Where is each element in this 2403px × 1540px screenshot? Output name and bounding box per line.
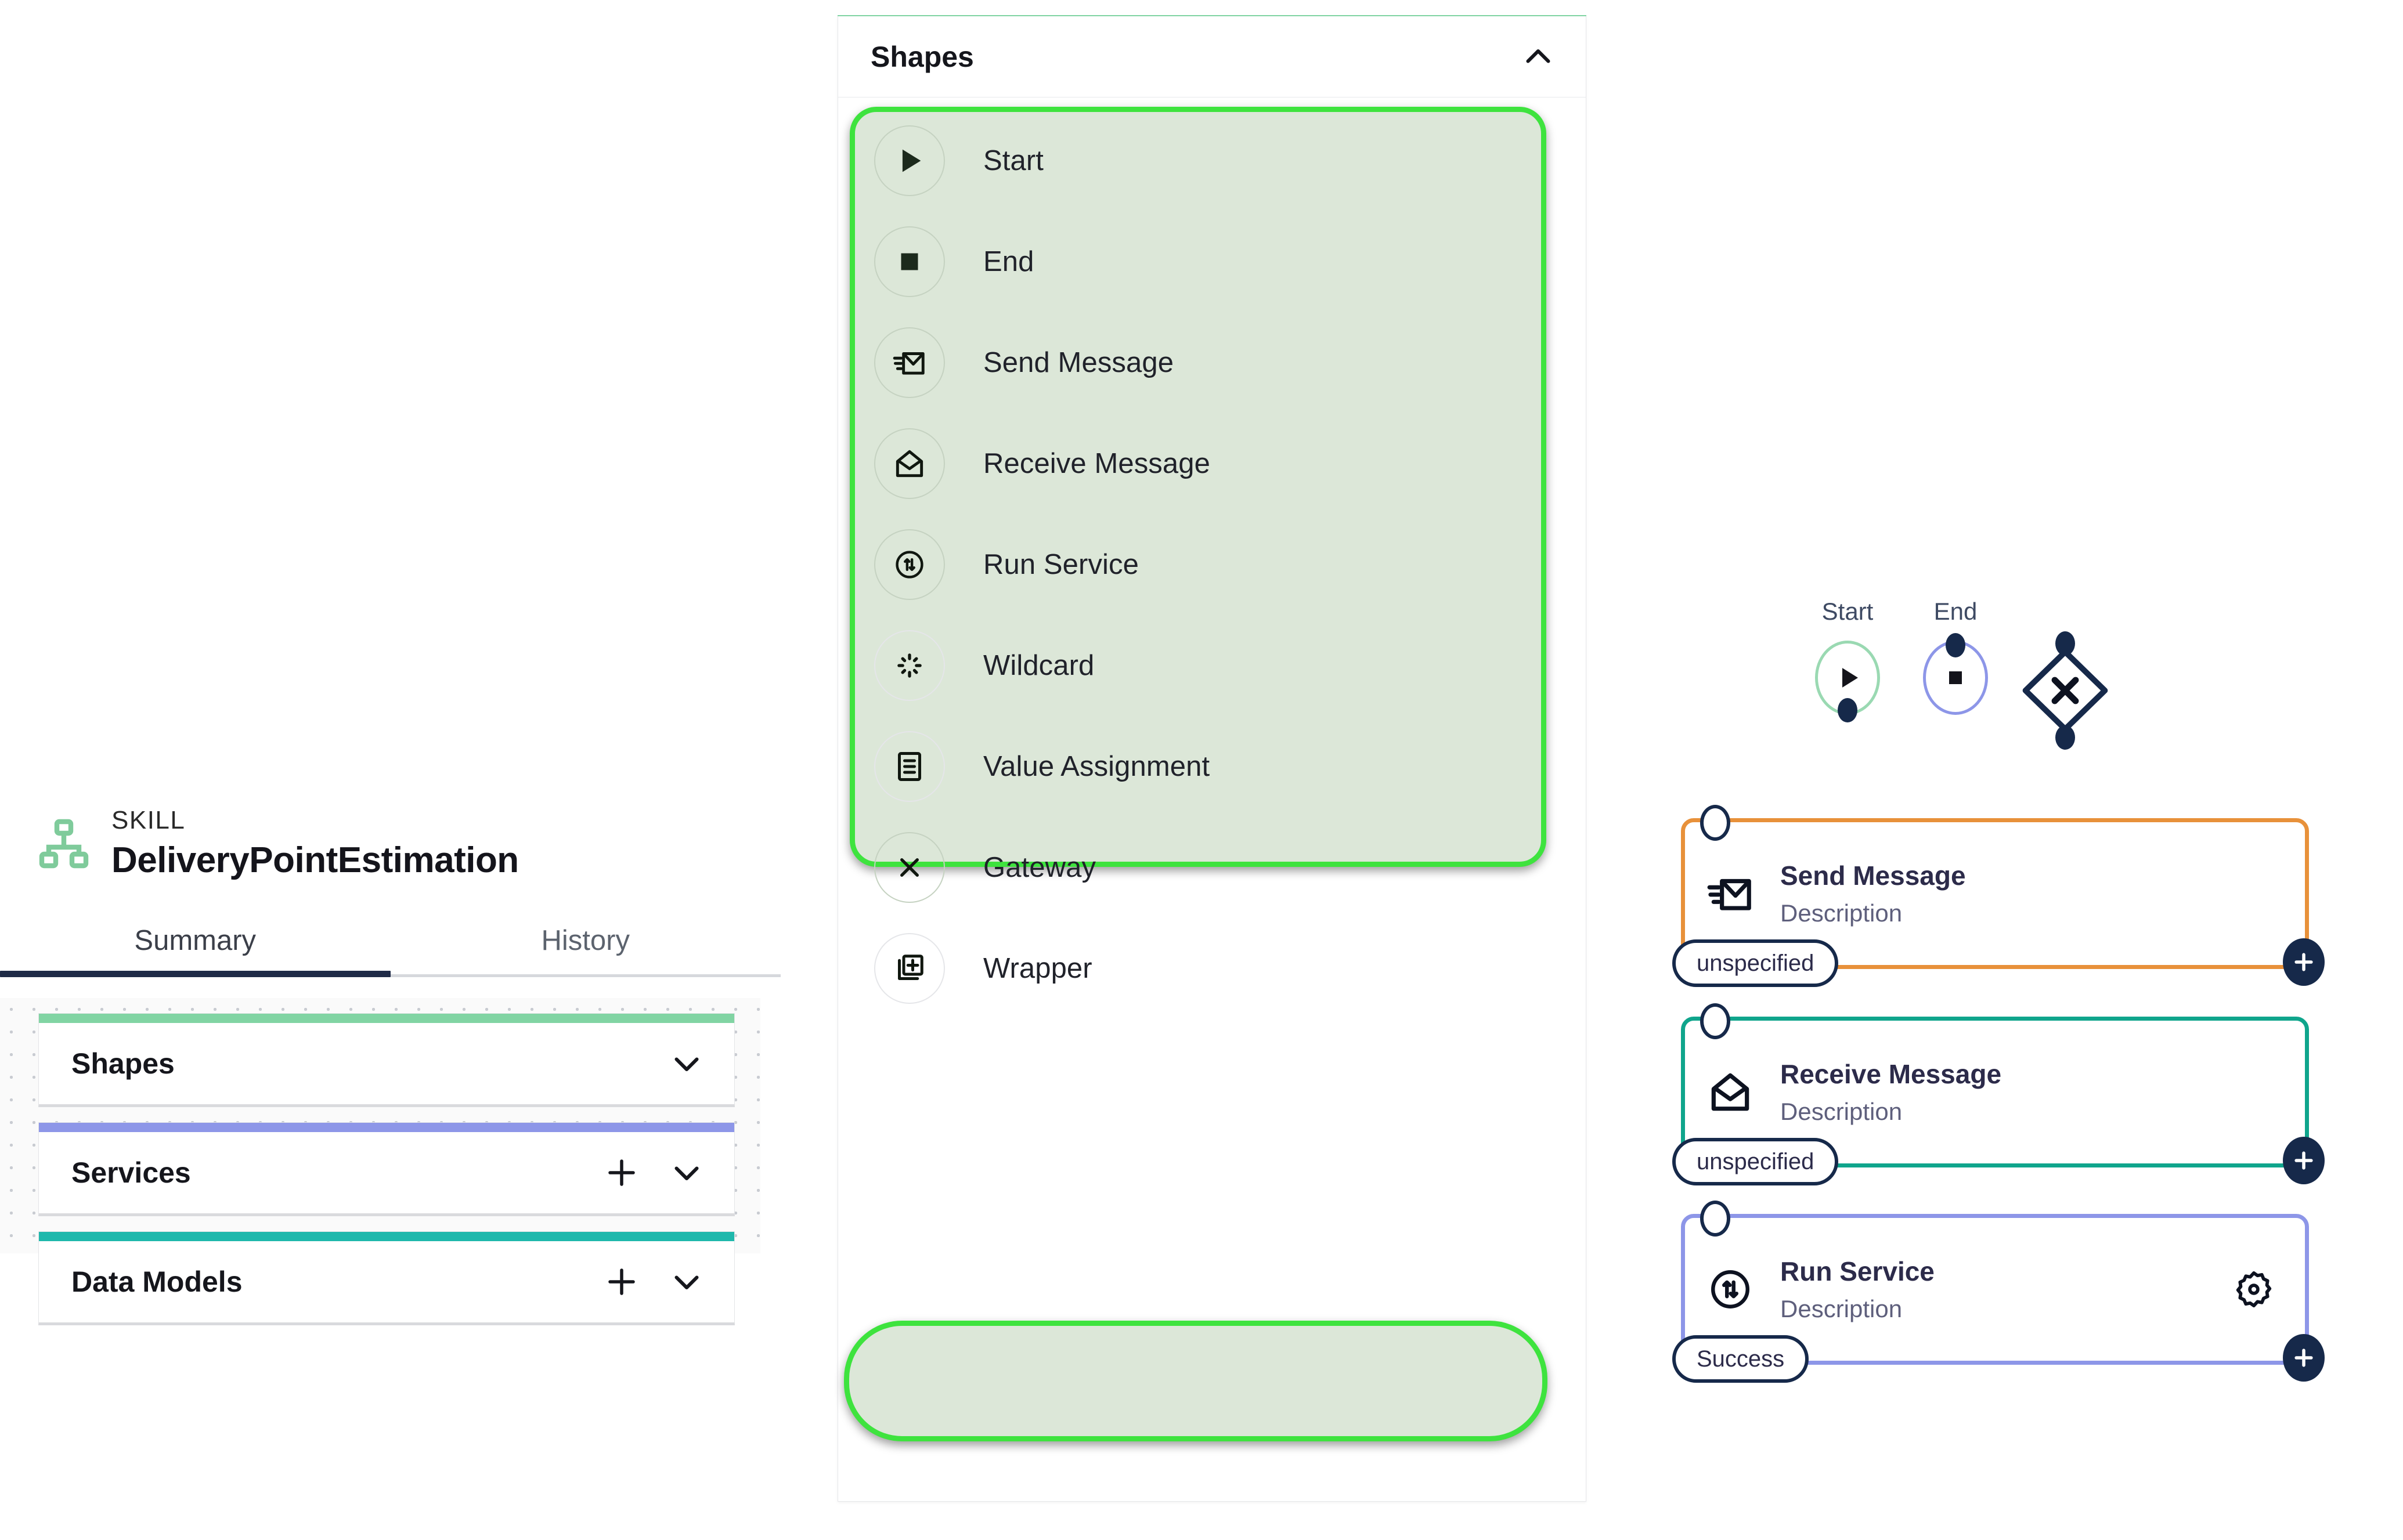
- chevron-down-icon[interactable]: [669, 1155, 704, 1190]
- stop-square-icon: [1949, 671, 1962, 684]
- accent-bar-data-models: [39, 1231, 734, 1241]
- node-palette: Start End: [1794, 598, 2009, 722]
- plus-icon[interactable]: [2283, 1334, 2325, 1382]
- stop-square-icon: [874, 226, 945, 297]
- shape-item-end[interactable]: End: [857, 211, 1568, 312]
- connection-port[interactable]: [2055, 631, 2075, 656]
- shape-label: Gateway: [983, 852, 1096, 883]
- accent-bar-shapes: [39, 1013, 734, 1023]
- card-description: Description: [1780, 1097, 1903, 1125]
- shape-label: Receive Message: [983, 448, 1210, 479]
- plus-icon[interactable]: [604, 1155, 639, 1190]
- service-sync-icon: [1704, 1263, 1757, 1316]
- shape-label: Send Message: [983, 347, 1174, 378]
- shape-label: Start: [983, 145, 1044, 176]
- shape-item-value-assignment[interactable]: Value Assignment: [857, 716, 1568, 817]
- gateway-node-shape[interactable]: [2011, 631, 2119, 750]
- connection-port[interactable]: [2055, 725, 2075, 750]
- node-caption: Start: [1821, 598, 1874, 625]
- card-title: Receive Message: [1780, 1059, 2002, 1090]
- flow-card-run-service[interactable]: Run Service Description Success: [1672, 1201, 2325, 1383]
- shapes-panel: Shapes Start End: [838, 16, 1586, 1502]
- flow-card-send-message[interactable]: Send Message Description unspecified: [1672, 805, 2325, 987]
- shape-label: End: [983, 246, 1034, 277]
- send-message-icon: [874, 327, 945, 398]
- gear-icon[interactable]: [2233, 1268, 2275, 1310]
- accent-bar-services: [39, 1122, 734, 1132]
- play-icon: [1842, 668, 1858, 688]
- open-envelope-icon: [874, 428, 945, 499]
- chevron-down-icon[interactable]: [669, 1264, 704, 1299]
- shapes-panel-title: Shapes: [871, 40, 974, 73]
- send-message-icon: [1704, 867, 1757, 920]
- document-list-icon: [874, 731, 945, 802]
- service-sync-icon: [874, 529, 945, 600]
- start-node-shape[interactable]: [1815, 641, 1880, 722]
- connection-port[interactable]: [1700, 1003, 1730, 1039]
- status-badge[interactable]: unspecified: [1672, 939, 1839, 987]
- play-icon: [874, 125, 945, 196]
- chevron-down-icon[interactable]: [669, 1046, 704, 1081]
- shape-label: Wrapper: [983, 953, 1092, 984]
- shape-item-gateway[interactable]: Gateway: [857, 817, 1568, 918]
- hierarchy-icon: [36, 817, 92, 873]
- status-badge[interactable]: Success: [1672, 1335, 1809, 1383]
- shape-label: Run Service: [983, 549, 1139, 580]
- connection-port[interactable]: [1700, 805, 1730, 841]
- skill-left-panel: SKILL DeliveryPointEstimation Summary Hi…: [0, 804, 781, 1325]
- tab-history[interactable]: History: [541, 924, 630, 956]
- left-canvas: Shapes Services: [0, 998, 760, 1325]
- x-close-icon: [874, 832, 945, 903]
- accordion-data-models[interactable]: Data Models: [38, 1231, 735, 1325]
- shape-item-wrapper[interactable]: Wrapper: [857, 918, 1568, 1019]
- selection-highlight-gateway: [844, 1321, 1547, 1441]
- card-title: Send Message: [1780, 861, 1966, 891]
- accordion-label-services: Services: [71, 1156, 191, 1189]
- card-description: Description: [1780, 1295, 1903, 1322]
- plus-icon[interactable]: [604, 1264, 639, 1299]
- shape-label: Value Assignment: [983, 751, 1210, 782]
- card-description: Description: [1780, 899, 1903, 927]
- flow-card-receive-message[interactable]: Receive Message Description unspecified: [1672, 1003, 2325, 1185]
- status-badge[interactable]: unspecified: [1672, 1138, 1839, 1185]
- shape-item-start[interactable]: Start: [857, 110, 1568, 211]
- selection-highlight-group-primary: [850, 107, 1546, 867]
- wildcard-icon: [874, 630, 945, 701]
- plus-icon[interactable]: [2283, 1137, 2325, 1184]
- tab-bar: Summary History: [0, 909, 781, 977]
- shape-item-wildcard[interactable]: Wildcard: [857, 615, 1568, 716]
- open-envelope-icon: [1704, 1065, 1757, 1119]
- accordion-label-shapes: Shapes: [71, 1047, 175, 1080]
- end-node-shape[interactable]: [1923, 633, 1988, 715]
- shape-label: Wildcard: [983, 650, 1095, 681]
- shapes-list: Start End Send Message: [838, 97, 1586, 1441]
- accordion-shapes[interactable]: Shapes: [38, 1013, 735, 1107]
- node-caption: End: [1933, 598, 1978, 625]
- shape-item-send-message[interactable]: Send Message: [857, 312, 1568, 413]
- tab-summary[interactable]: Summary: [0, 909, 391, 977]
- shape-item-run-service[interactable]: Run Service: [857, 514, 1568, 615]
- card-title: Run Service: [1780, 1256, 1935, 1287]
- diagram-node-gateway[interactable]: [2007, 631, 2123, 750]
- diagram-node-start[interactable]: Start: [1794, 598, 1902, 722]
- page-title: DeliveryPointEstimation: [111, 840, 519, 880]
- connection-port[interactable]: [1700, 1201, 1730, 1237]
- skill-header: SKILL DeliveryPointEstimation: [0, 804, 781, 883]
- accordion-label-data-models: Data Models: [71, 1265, 243, 1298]
- flow-diagram: Start End: [1660, 598, 2403, 1480]
- shape-item-receive-message[interactable]: Receive Message: [857, 413, 1568, 514]
- connection-port[interactable]: [1946, 633, 1965, 657]
- wrapper-plus-icon: [874, 933, 945, 1004]
- skill-kicker: SKILL: [111, 806, 186, 834]
- plus-icon[interactable]: [2283, 938, 2325, 986]
- shapes-panel-header[interactable]: Shapes: [838, 16, 1586, 97]
- connection-port[interactable]: [1838, 698, 1857, 722]
- accordion-services[interactable]: Services: [38, 1122, 735, 1216]
- chevron-up-icon[interactable]: [1521, 39, 1556, 74]
- diagram-node-end[interactable]: End: [1902, 598, 2009, 715]
